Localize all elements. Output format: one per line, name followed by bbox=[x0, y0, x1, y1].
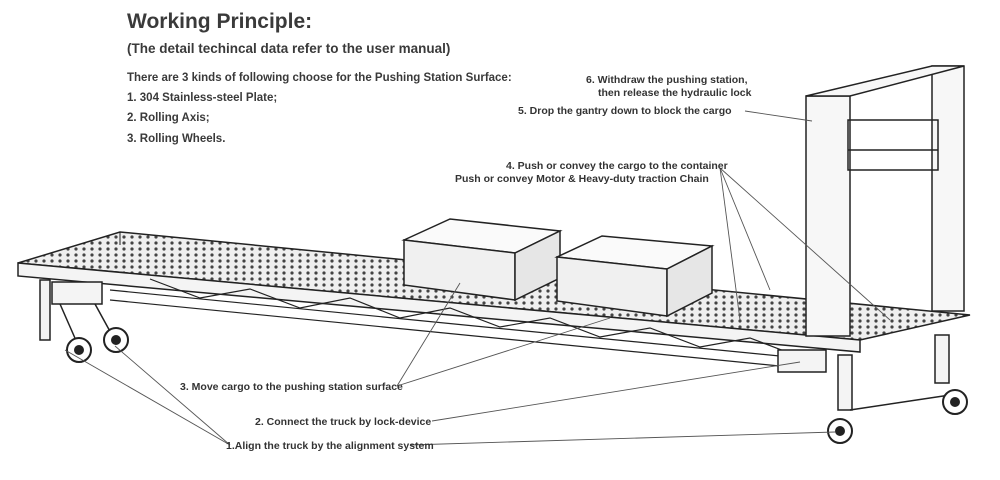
surface-option-1: 1. 304 Stainless-steel Plate; bbox=[127, 92, 278, 104]
step6-label-line1: 6. Withdraw the pushing station, bbox=[586, 74, 748, 86]
surface-options-intro: There are 3 kinds of following choose fo… bbox=[127, 72, 512, 84]
step4-label-line2: Push or convey Motor & Heavy-duty tracti… bbox=[455, 173, 709, 185]
step5-label: 5. Drop the gantry down to block the car… bbox=[518, 105, 732, 117]
cargo-box-2 bbox=[554, 235, 715, 318]
surface-option-2: 2. Rolling Axis; bbox=[127, 112, 210, 124]
surface-option-3: 3. Rolling Wheels. bbox=[127, 133, 226, 145]
step3-label: 3. Move cargo to the pushing station sur… bbox=[180, 381, 403, 393]
cargo-box-1 bbox=[401, 218, 563, 302]
step6-label-line2: then release the hydraulic lock bbox=[598, 87, 752, 99]
left-support-legs bbox=[39, 279, 113, 346]
step1-label: 1.Align the truck by the alignment syste… bbox=[226, 440, 434, 452]
truss-frame bbox=[109, 278, 821, 371]
page-title: Working Principle: bbox=[127, 10, 313, 33]
right-support-legs bbox=[777, 334, 951, 411]
callout-lines bbox=[64, 110, 891, 446]
right-wheels bbox=[827, 389, 968, 444]
step2-label: 2. Connect the truck by lock-device bbox=[255, 416, 432, 428]
gantry-frame bbox=[805, 65, 965, 337]
step4-label-line1: 4. Push or convey the cargo to the conta… bbox=[506, 160, 728, 172]
left-wheels bbox=[66, 327, 129, 363]
page-subtitle: (The detail techincal data refer to the … bbox=[127, 41, 451, 56]
